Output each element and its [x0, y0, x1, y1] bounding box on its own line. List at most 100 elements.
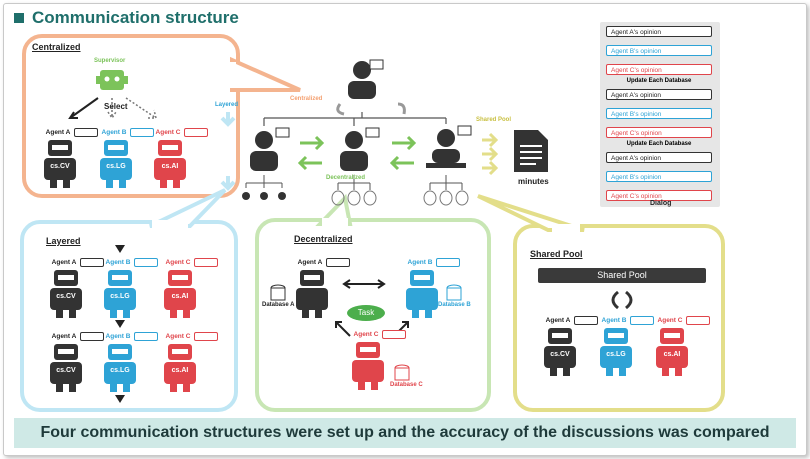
database-label: Database C [390, 382, 423, 388]
centralized-bubble [22, 34, 240, 198]
database-label: Database B [438, 302, 471, 308]
shared-pool-box: Shared Pool [538, 268, 706, 283]
agent-tag: cs.AI [171, 367, 189, 374]
select-label: Select [104, 102, 128, 111]
shared-pool-arrows-icon [482, 132, 499, 176]
agent-robot-icon [292, 268, 332, 320]
agent-tag: cs.LG [606, 351, 626, 358]
agent-name: Agent B [601, 317, 627, 324]
agent-robot-icon [40, 138, 80, 190]
agent-robot-icon [100, 342, 140, 394]
speech-bubble-icon [194, 258, 218, 267]
speech-bubble-icon [382, 330, 406, 339]
minutes-document-icon [514, 130, 548, 172]
database-a-icon [270, 284, 286, 301]
title-text: Communication structure [32, 8, 239, 27]
agent-name: Agent B [105, 259, 131, 266]
speech-bubble-icon [194, 332, 218, 341]
agent-robot-icon [652, 326, 692, 378]
supervisor-person-icon [348, 59, 384, 99]
centralized-curve-arrow-right [397, 102, 406, 115]
small-people-icon [242, 192, 286, 200]
agent-robot-icon [46, 268, 86, 320]
agent-name: Agent C [657, 317, 683, 324]
agent-robot-icon [46, 342, 86, 394]
speech-bubble-icon [686, 316, 710, 325]
speech-bubble-icon [134, 258, 158, 267]
dialog-opinion: Agent B's opinion [606, 171, 712, 182]
agent-robot-icon [402, 268, 442, 320]
agent-robot-icon [100, 268, 140, 320]
centralized-label: Centralized [32, 42, 81, 52]
center-shared-pool-label: Shared Pool [476, 117, 512, 123]
agent-name: Agent A [545, 317, 571, 324]
dialog-opinion: Agent B's opinion [606, 45, 712, 56]
caption-text: Four communication structures were set u… [40, 424, 770, 441]
agent-tag: cs.CV [50, 163, 70, 170]
slide-title: Communication structure [14, 8, 239, 28]
speech-bubble-icon [436, 258, 460, 267]
layered-down-arrows [115, 245, 125, 403]
dialog-update: Update Each Database [626, 78, 692, 84]
agent-name: Agent A [51, 333, 77, 340]
database-label: Database A [262, 302, 295, 308]
speech-bubble-icon [134, 332, 158, 341]
left-person-icon [250, 127, 290, 171]
layered-arrows-icon [220, 112, 236, 191]
agent-robot-icon [596, 326, 636, 378]
speech-bubble-icon [326, 258, 350, 267]
agent-name: Agent C [155, 129, 181, 136]
speech-bubble-icon [630, 316, 654, 325]
agent-robot-icon [160, 342, 200, 394]
agent-tag: cs.LG [110, 293, 130, 300]
dialog-opinion: Agent A's opinion [606, 89, 712, 100]
agent-robot-icon [540, 326, 580, 378]
dialog-opinion: Agent C's opinion [606, 190, 712, 201]
right-person-icon [426, 125, 472, 168]
speech-bubble-icon [574, 316, 598, 325]
center-decentralized-label: Decentralized [326, 175, 366, 181]
agent-tag: cs.AI [663, 351, 681, 358]
speech-bubble-icon [130, 128, 154, 137]
shared-pool-label: Shared Pool [530, 249, 583, 259]
decentralized-label: Decentralized [294, 234, 353, 244]
agent-name: Agent B [105, 333, 131, 340]
speech-bubble-icon [184, 128, 208, 137]
task-oval: Task [347, 305, 385, 321]
speech-bubble-icon [80, 332, 104, 341]
agent-tag: cs.AI [171, 293, 189, 300]
agent-tag: cs.CV [56, 367, 76, 374]
empty-ellipses-icon [331, 190, 469, 206]
supervisor-robot-icon [96, 70, 128, 90]
agent-name: Agent B [101, 129, 127, 136]
shared-pool-sync-icon [611, 290, 633, 310]
caption-bar: Four communication structures were set u… [14, 418, 796, 448]
database-b-icon [446, 284, 462, 301]
agent-tag: cs.LG [106, 163, 126, 170]
agent-robot-icon [160, 268, 200, 320]
dialog-opinion: Agent A's opinion [606, 152, 712, 163]
decentralized-arrows-icon [297, 135, 417, 171]
dialog-title: Dialog [650, 200, 672, 207]
agent-name: Agent A [51, 259, 77, 266]
speech-bubble-icon [74, 128, 98, 137]
agent-name: Agent A [297, 259, 323, 266]
agent-tag: cs.AI [161, 163, 179, 170]
agent-name: Agent A [45, 129, 71, 136]
middle-person-icon [340, 127, 380, 171]
agent-name: Agent B [407, 259, 433, 266]
dialog-opinion: Agent B's opinion [606, 108, 712, 119]
agent-name: Agent C [353, 331, 379, 338]
database-c-icon [394, 364, 410, 381]
dialog-opinion: Agent C's opinion [606, 127, 712, 138]
supervisor-label: Supervisor [94, 58, 126, 64]
agent-tag: cs.CV [550, 351, 570, 358]
agent-tag: cs.CV [56, 293, 76, 300]
agent-name: Agent C [165, 333, 191, 340]
center-layered-label: Layered [215, 102, 239, 108]
agent-robot-icon [348, 340, 388, 392]
dialog-update: Update Each Database [626, 141, 692, 147]
agent-robot-icon [150, 138, 190, 190]
title-square-icon [14, 13, 24, 23]
agent-tag: cs.LG [110, 367, 130, 374]
